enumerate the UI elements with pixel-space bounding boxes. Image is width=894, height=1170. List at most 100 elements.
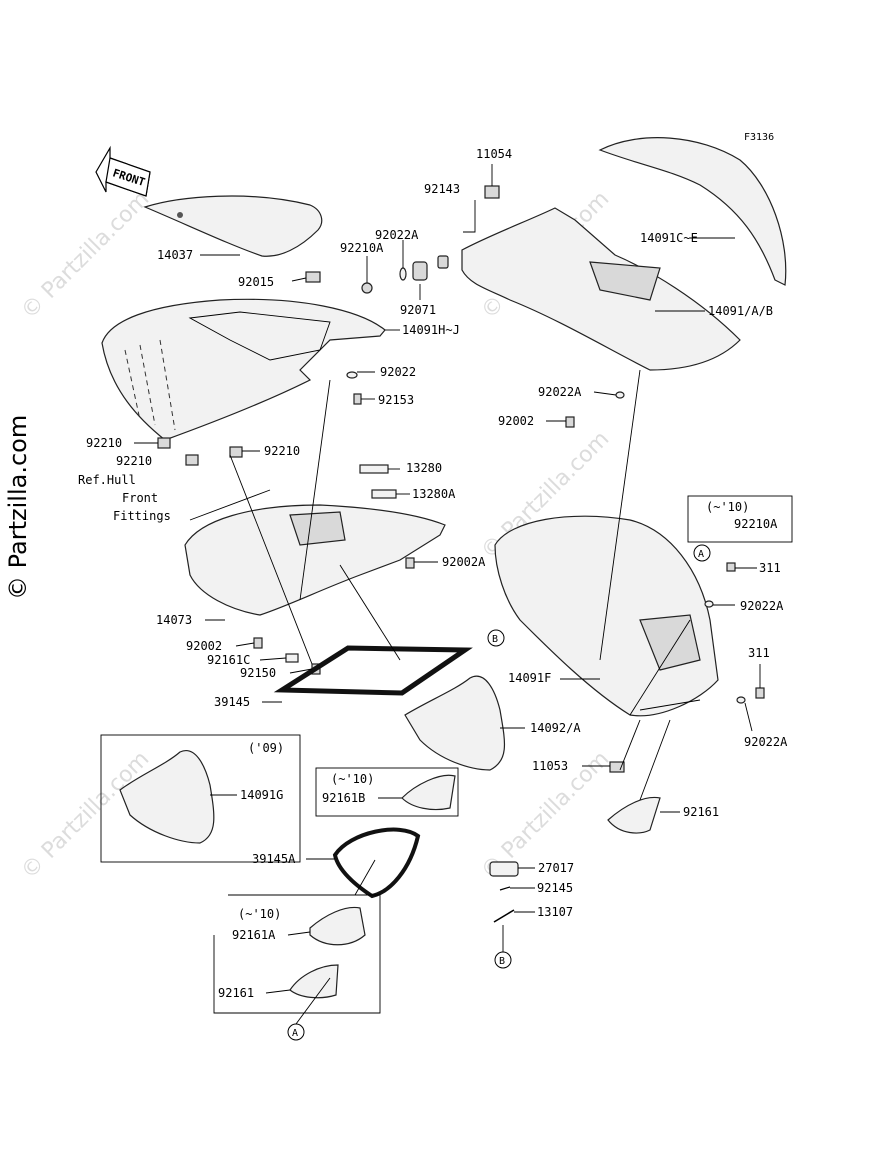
label-13280: 13280: [406, 461, 442, 475]
label-92002: 92002: [186, 639, 222, 653]
part-27017-icon: [489, 861, 519, 877]
label-92071: 92071: [400, 303, 436, 317]
bolt-311-icon: [755, 687, 765, 699]
washer-92022A-icon: [736, 696, 746, 704]
part-14073-frame: [184, 504, 446, 616]
plate-13280A-icon: [371, 489, 397, 499]
label-13107: 13107: [537, 905, 573, 919]
clip-92015-icon: [305, 271, 321, 283]
note-box-92210A: [687, 495, 793, 543]
callout-B-icon: B: [487, 629, 505, 647]
label-14091G: 14091G: [240, 788, 283, 802]
label-311: 311: [748, 646, 770, 660]
label-39145: 39145: [214, 695, 250, 709]
washer-92022A-icon: [704, 600, 714, 608]
diagram-id: F3136: [744, 132, 774, 143]
label-92161: 92161: [683, 805, 719, 819]
label-92210A-box: 92210A: [734, 517, 778, 531]
bolt-92002-icon: [253, 637, 263, 649]
label-92145: 92145: [537, 881, 573, 895]
ref-note-line2: Front: [122, 491, 158, 505]
part-14091G: [119, 749, 215, 844]
label-92002A: 92002A: [442, 555, 486, 569]
note-92161A: (~'10): [238, 907, 281, 921]
note-92161B: (~'10): [331, 772, 374, 786]
callout-A-icon: A: [287, 1023, 305, 1041]
callout-B-icon: B: [494, 951, 512, 969]
label-14091C-E: 14091C~E: [640, 231, 698, 245]
label-11053: 11053: [532, 759, 568, 773]
label-92161: 92161: [218, 986, 254, 1000]
label-14037: 14037: [157, 248, 193, 262]
nut-92210A-icon: [361, 282, 373, 294]
label-92161A: 92161A: [232, 928, 276, 942]
label-92022A: 92022A: [538, 385, 582, 399]
pad-92161B: [401, 774, 456, 811]
label-92210: 92210: [86, 436, 122, 450]
washer-92022-icon: [346, 371, 358, 379]
label-92161B: 92161B: [322, 791, 365, 805]
frame-recess: [289, 511, 346, 546]
bolt-311-icon: [726, 562, 736, 572]
label-39145A: 39145A: [252, 852, 296, 866]
watermark: © Partzilla.com: [17, 187, 155, 325]
label-92022A: 92022A: [744, 735, 788, 749]
deck-dash-lines: [124, 339, 176, 431]
washer-92022A-icon: [399, 267, 407, 281]
label-311: 311: [759, 561, 781, 575]
bolt-92002-icon: [565, 416, 575, 428]
label-11054: 11054: [476, 147, 512, 161]
label-27017: 27017: [538, 861, 574, 875]
svg-text:B: B: [499, 956, 505, 967]
part-14091H-J-deck: [101, 298, 386, 441]
pad-92161: [607, 796, 661, 834]
collar-92143-icon: [437, 255, 449, 269]
nut-92210-icon: [229, 446, 243, 458]
label-14091H-J: 14091H~J: [402, 323, 460, 337]
side-panel-vent: [589, 261, 661, 301]
bolt-92002A-icon: [405, 557, 415, 569]
pad-92161C-icon: [285, 653, 299, 663]
label-92161C: 92161C: [207, 653, 250, 667]
ref-note-line1: Ref.Hull: [78, 473, 136, 487]
label-92022A: 92022A: [740, 599, 784, 613]
label-92210: 92210: [116, 454, 152, 468]
label-92022: 92022: [380, 365, 416, 379]
pin-92145-icon: [499, 886, 511, 891]
part-14037-cover: [143, 195, 323, 257]
label-92143: 92143: [424, 182, 460, 196]
label-14091-A-B: 14091/A/B: [708, 304, 773, 318]
washer-92022A-icon: [615, 391, 625, 399]
label-92002: 92002: [498, 414, 534, 428]
deck-recess: [188, 311, 331, 361]
pin-13107-icon: [493, 909, 515, 923]
label-14091F: 14091F: [508, 671, 551, 685]
label-92150: 92150: [240, 666, 276, 680]
svg-text:A: A: [698, 549, 704, 560]
part-labels: 11054 92143 92022A 92210A 14091C~E 14037…: [78, 147, 788, 1000]
pad-92161A: [309, 906, 366, 946]
label-92210: 92210: [264, 444, 300, 458]
label-92153: 92153: [378, 393, 414, 407]
fastener-icon: [177, 212, 183, 218]
spacer-92071-icon: [412, 261, 428, 281]
ref-note-line3: Fittings: [113, 509, 171, 523]
note-box-14091G: [100, 734, 301, 863]
svg-text:B: B: [492, 634, 498, 645]
bolt-92153-icon: [353, 393, 362, 405]
clip-11053-icon: [609, 761, 625, 773]
label-92022A: 92022A: [375, 228, 419, 242]
nut-92210-icon: [157, 437, 171, 449]
label-92210A: 92210A: [340, 241, 384, 255]
callout-A-icon: A: [693, 544, 711, 562]
svg-text:A: A: [292, 1028, 298, 1039]
note-14091G: ('09): [248, 741, 284, 755]
label-14092-A: 14092/A: [530, 721, 581, 735]
label-92015: 92015: [238, 275, 274, 289]
side-watermark: © Partzilla.com: [4, 415, 32, 600]
clip-11054-icon: [484, 185, 500, 199]
note-box-92161A: [213, 894, 381, 1014]
gasket-39145: [273, 645, 473, 696]
gasket-39145A: [332, 827, 421, 899]
